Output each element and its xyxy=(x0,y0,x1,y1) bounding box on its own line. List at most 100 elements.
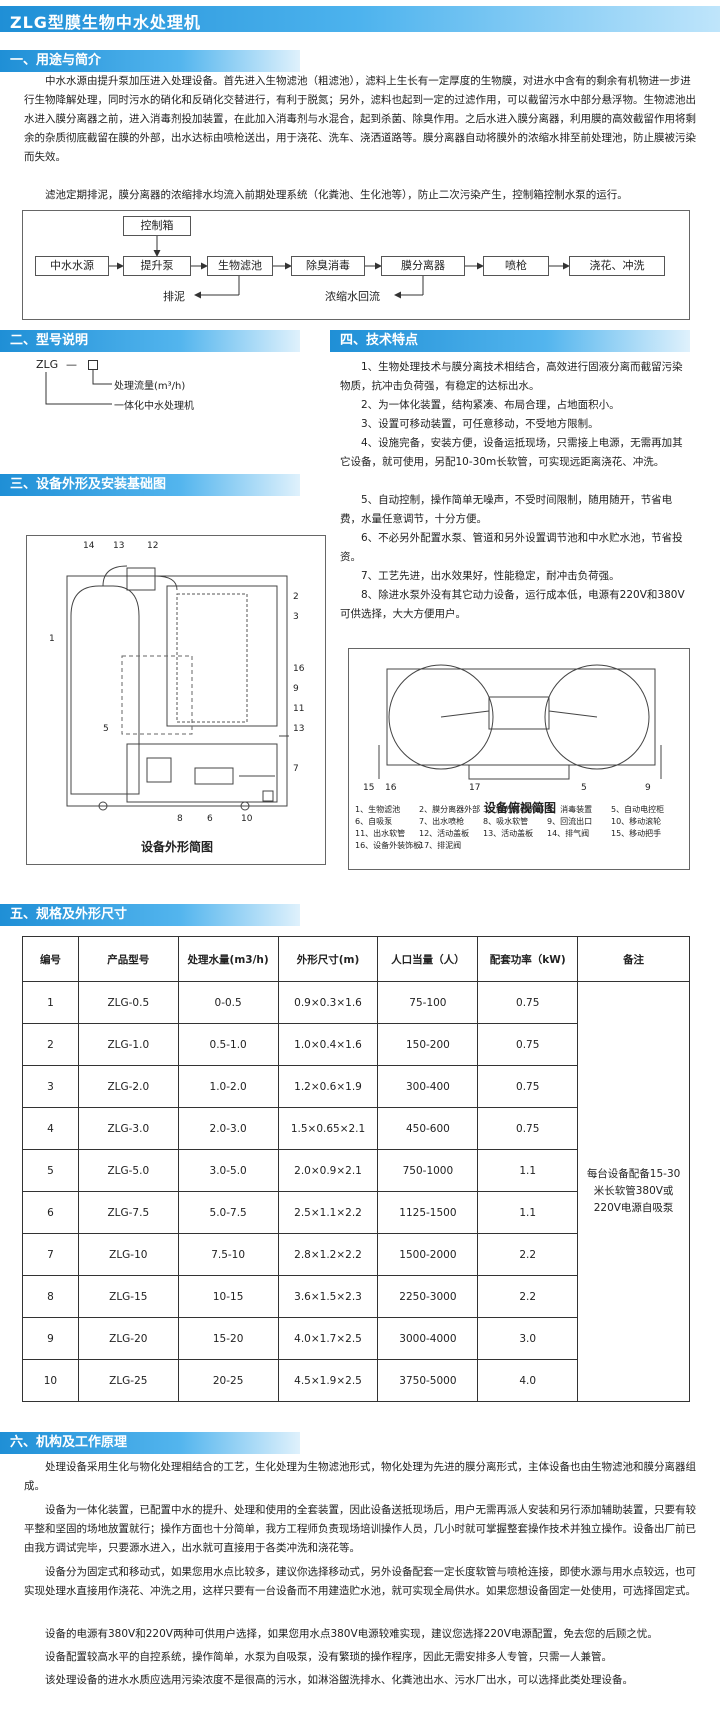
col-header-dimension: 外形尺寸(m) xyxy=(277,936,379,982)
cell-no: 7 xyxy=(22,1233,79,1276)
cell-power: 0.75 xyxy=(477,1065,579,1108)
front-label-13: 13 xyxy=(113,541,125,551)
cell-no: 3 xyxy=(22,1065,79,1108)
legend-item: 2、膜分离器外部 xyxy=(419,805,481,814)
cell-model: ZLG-3.0 xyxy=(77,1107,179,1150)
cell-capacity: 20-25 xyxy=(177,1359,279,1402)
top-label-9: 9 xyxy=(645,783,651,793)
legend-item: 6、自吸泵 xyxy=(355,817,393,826)
model-flow-label: 处理流量(m³/h) xyxy=(114,381,186,392)
principle-paragraph-1: 处理设备采用生化与物化处理相结合的工艺，生化处理为生物滤池形式，物化处理为先进的… xyxy=(24,1461,696,1492)
title-bar: ZLG型膜生物中水处理机 xyxy=(0,6,720,32)
tech-item-1: 1、生物处理技术与膜分离技术相结合，高效进行固液分离而截留污染物质，抗冲击负荷强… xyxy=(340,361,683,392)
cell-capacity: 0-0.5 xyxy=(177,981,279,1024)
top-label-17: 17 xyxy=(469,783,481,793)
cell-power: 0.75 xyxy=(477,1023,579,1066)
flow-source: 中水水源 xyxy=(35,256,109,276)
process-flow-diagram: 控制箱 中水水源 提升泵 生物滤池 除臭消毒 膜分离器 喷枪 浇花、冲洗 排泥 … xyxy=(22,210,690,320)
cell-dimension: 1.5×0.65×2.1 xyxy=(277,1107,379,1150)
cell-capacity: 3.0-5.0 xyxy=(177,1149,279,1192)
cell-dimension: 4.0×1.7×2.5 xyxy=(277,1317,379,1360)
section-heading-5: 五、规格及外形尺寸 xyxy=(0,904,300,926)
model-code: ZLG xyxy=(36,358,59,371)
cell-population: 300-400 xyxy=(377,1065,479,1108)
cell-power: 1.1 xyxy=(477,1149,579,1192)
section-heading-6: 六、机构及工作原理 xyxy=(0,1432,300,1454)
section-heading-2: 二、型号说明 xyxy=(0,330,300,352)
col-header-population: 人口当量（人） xyxy=(377,936,479,982)
front-label-13b: 13 xyxy=(293,724,305,734)
principle-paragraph-5: 设备配置较高水平的自控系统，操作简单，水泵为自吸泵，没有繁琐的操作程序，因此无需… xyxy=(45,1651,612,1663)
front-view-drawing xyxy=(66,565,289,811)
legend-item: 17、排泥阀 xyxy=(419,841,462,850)
cell-no: 9 xyxy=(22,1317,79,1360)
tech-item-6: 6、不必另外配置水泵、管道和另外设置调节池和中水贮水池，节省投资。 xyxy=(340,532,683,563)
cell-model: ZLG-0.5 xyxy=(77,981,179,1024)
cell-dimension: 0.9×0.3×1.6 xyxy=(277,981,379,1024)
front-label-12: 12 xyxy=(147,541,159,551)
cell-no: 2 xyxy=(22,1023,79,1066)
cell-model: ZLG-1.0 xyxy=(77,1023,179,1066)
cell-power: 0.75 xyxy=(477,1107,579,1150)
front-label-3: 3 xyxy=(293,612,299,622)
cell-note: 每台设备配备15-30米长软管380V或220V电源自吸泵 xyxy=(577,981,690,1402)
cell-population: 450-600 xyxy=(377,1107,479,1150)
legend-item: 5、自动电控柜 xyxy=(611,805,665,814)
flow-membrane: 膜分离器 xyxy=(381,256,465,276)
top-label-15: 15 xyxy=(363,783,375,793)
spec-table-header: 编号 产品型号 处理水量(m3/h) 外形尺寸(m) 人口当量（人） 配套功率（… xyxy=(22,936,690,982)
cell-capacity: 15-20 xyxy=(177,1317,279,1360)
cell-dimension: 1.2×0.6×1.9 xyxy=(277,1065,379,1108)
tech-item-7: 7、工艺先进，出水效果好，性能稳定，耐冲击负荷强。 xyxy=(361,570,620,582)
flow-pump: 提升泵 xyxy=(123,256,191,276)
legend-item: 15、移动把手 xyxy=(611,829,662,838)
tech-item-3: 3、设置可移动装置，可任意移动，不受地方限制。 xyxy=(361,418,599,430)
spec-table: 编号 产品型号 处理水量(m3/h) 外形尺寸(m) 人口当量（人） 配套功率（… xyxy=(22,936,690,1402)
tech-item-8: 8、除进水泵外没有其它动力设备，运行成本低，电源有220V和380V可供选择，大… xyxy=(340,589,685,620)
front-label-5: 5 xyxy=(103,724,109,734)
col-header-power: 配套功率（kW) xyxy=(477,936,579,982)
flow-sludge-label: 排泥 xyxy=(163,290,185,303)
col-header-note: 备注 xyxy=(577,936,690,982)
cell-model: ZLG-10 xyxy=(77,1233,179,1276)
cell-no: 8 xyxy=(22,1275,79,1318)
front-label-11: 11 xyxy=(293,704,305,714)
legend-item: 4、消毒装置 xyxy=(547,805,593,814)
model-dash: — xyxy=(66,358,77,371)
principle-paragraph-6: 该处理设备的进水水质应选用污染浓度不是很高的污水，如淋浴盥洗排水、化粪池出水、污… xyxy=(45,1674,633,1686)
cell-capacity: 10-15 xyxy=(177,1275,279,1318)
front-view-caption: 设备外形简图 xyxy=(140,840,213,854)
flow-connectors xyxy=(109,236,570,299)
cell-no: 10 xyxy=(22,1359,79,1402)
col-header-model: 产品型号 xyxy=(77,936,179,982)
cell-model: ZLG-15 xyxy=(77,1275,179,1318)
intro-paragraph-2: 滤池定期排泥，膜分离器的浓缩排水均流入前期处理系统（化粪池、生化池等），防止二次… xyxy=(45,189,628,201)
cell-model: ZLG-7.5 xyxy=(77,1191,179,1234)
cell-no: 4 xyxy=(22,1107,79,1150)
legend-item: 9、回流出口 xyxy=(547,817,593,826)
flow-bio-filter: 生物滤池 xyxy=(207,256,273,276)
cell-power: 3.0 xyxy=(477,1317,579,1360)
legend-item: 1、生物滤池 xyxy=(355,805,401,814)
legend-item: 7、出水喷枪 xyxy=(419,817,465,826)
cell-dimension: 3.6×1.5×2.3 xyxy=(277,1275,379,1318)
cell-dimension: 2.5×1.1×2.2 xyxy=(277,1191,379,1234)
tech-item-2: 2、为一体化装置，结构紧凑、布局合理，占地面积小。 xyxy=(361,399,620,411)
col-header-capacity: 处理水量(m3/h) xyxy=(177,936,279,982)
cell-no: 6 xyxy=(22,1191,79,1234)
cell-power: 2.2 xyxy=(477,1275,579,1318)
top-view-diagram: 15 16 17 5 9 设备俯视简图 xyxy=(348,648,690,870)
cell-no: 5 xyxy=(22,1149,79,1192)
top-label-5: 5 xyxy=(581,783,587,793)
cell-power: 2.2 xyxy=(477,1233,579,1276)
